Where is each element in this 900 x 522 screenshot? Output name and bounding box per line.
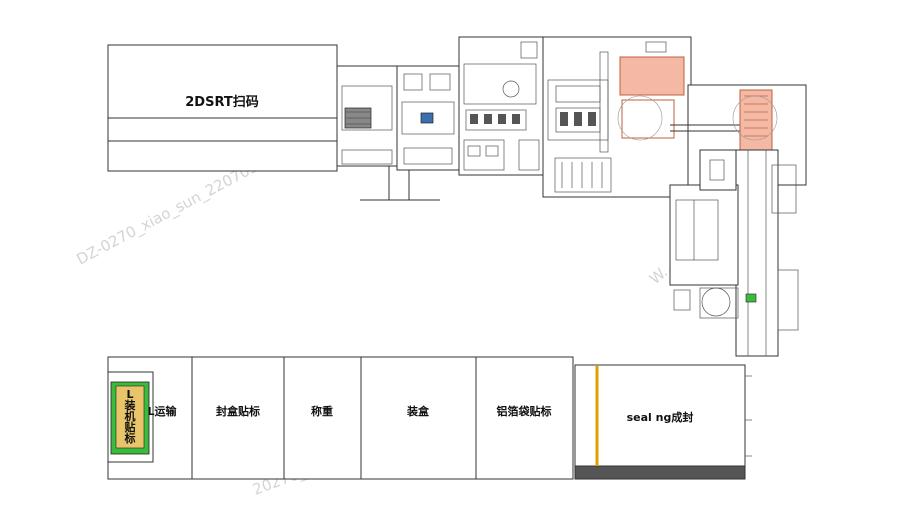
side-module-orange [115, 385, 145, 449]
scan-station-label: 2DSRT扫码 [185, 94, 259, 110]
station-foil-bag-label: 铝箔袋贴标 [497, 404, 552, 418]
scan-station-frame [107, 44, 338, 172]
station-boxing-label: 装盒 [406, 404, 430, 418]
upper-machine-line [336, 36, 807, 357]
sealing-module-label: seal ng成封 [627, 410, 694, 424]
sealing-module [574, 364, 746, 480]
station-box-seal-label: 封盒贴标 [216, 404, 260, 418]
station-weighing-label: 称重 [311, 404, 333, 418]
highlight-module-1 [619, 56, 685, 96]
scan-station: 2DSRT扫码 [107, 44, 338, 172]
bottom-line-frame [107, 356, 574, 480]
station-transport-label: L运输 [147, 404, 177, 418]
